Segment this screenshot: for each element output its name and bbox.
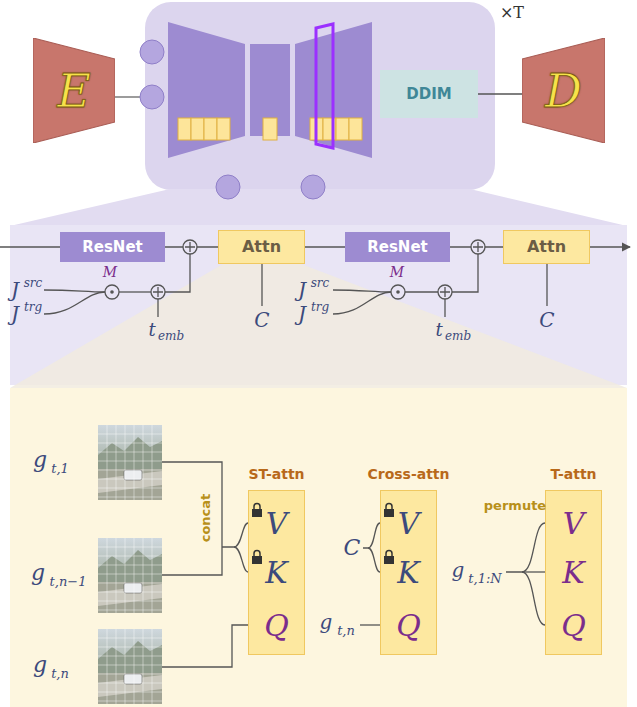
math-symbol: C <box>344 537 361 559</box>
math-symbol: J <box>298 280 306 300</box>
attention-module: T-attnVKQ <box>545 490 602 655</box>
math-index: t,1 <box>51 462 69 475</box>
attention-module: Cross-attnVKQ <box>380 490 437 655</box>
mask-symbol: M <box>103 265 117 279</box>
math-index: t,n <box>337 624 355 637</box>
connector <box>305 246 345 247</box>
math-symbol: g <box>320 612 333 632</box>
key-text: K <box>265 558 287 588</box>
title-text: T-attn <box>550 467 596 481</box>
math-index: t,n <box>51 667 69 680</box>
node-label: DDIM <box>406 87 451 102</box>
scheduler-box: DDIM <box>380 70 478 118</box>
resnet-block: ResNet <box>60 232 165 262</box>
math-index: t,n−1 <box>50 575 87 588</box>
attention-block: Attn <box>218 230 305 264</box>
operation-label: concat <box>199 494 212 543</box>
encoder-trapezoid: E <box>33 38 115 143</box>
math-symbol: J <box>298 304 306 324</box>
frame-thumbnails <box>98 425 162 704</box>
math-index: trg <box>24 301 42 313</box>
math-symbol: J <box>11 280 19 300</box>
value-text: V <box>398 509 420 539</box>
attention-wires <box>162 462 545 667</box>
node-label: Attn <box>242 239 281 255</box>
math-index: emb <box>158 330 184 342</box>
math-symbol: C <box>539 310 554 330</box>
operation-label: permute <box>484 499 546 512</box>
repeat-count: ×T <box>500 5 524 21</box>
attention-panel <box>10 388 627 707</box>
math-index: t,1:N <box>468 572 501 585</box>
zoom-funnel <box>10 264 627 388</box>
math-index: emb <box>445 330 471 342</box>
resnet-block: ResNet <box>345 232 450 262</box>
trapezoid-shape <box>33 38 115 143</box>
query-text: Q <box>396 611 421 641</box>
value-text: V <box>563 509 585 539</box>
math-symbol: t <box>148 321 155 339</box>
node-label: ResNet <box>82 240 143 255</box>
node-label: D <box>545 68 582 114</box>
title-text: Cross-attn <box>367 467 449 481</box>
math-symbol: g <box>31 562 45 584</box>
op-symbols <box>105 285 452 299</box>
key-text: K <box>562 558 584 588</box>
math-index: src <box>24 277 43 289</box>
math-symbol: t <box>435 321 442 339</box>
node-label: Attn <box>527 239 566 255</box>
unet-panel <box>145 2 495 190</box>
query-text: Q <box>561 611 586 641</box>
math-symbol: g <box>452 560 465 580</box>
unet-illustration <box>115 22 372 199</box>
math-symbol: J <box>11 304 19 324</box>
panels <box>10 2 627 707</box>
title-text: ST-attn <box>248 467 304 481</box>
node-label: ResNet <box>367 240 428 255</box>
query-text: Q <box>264 611 289 641</box>
mask-symbol: M <box>390 265 404 279</box>
math-index: src <box>311 277 330 289</box>
attention-module: ST-attnVKQ <box>248 490 305 655</box>
node-label: E <box>57 68 91 114</box>
connector <box>478 93 522 94</box>
math-index: trg <box>311 301 329 313</box>
math-symbol: C <box>254 310 269 330</box>
value-text: V <box>266 509 288 539</box>
math-symbol: g <box>33 654 47 676</box>
trapezoid-shape <box>522 38 605 143</box>
decoder-trapezoid: D <box>522 38 605 143</box>
key-text: K <box>397 558 419 588</box>
attention-block: Attn <box>503 230 590 264</box>
math-symbol: g <box>33 449 47 471</box>
